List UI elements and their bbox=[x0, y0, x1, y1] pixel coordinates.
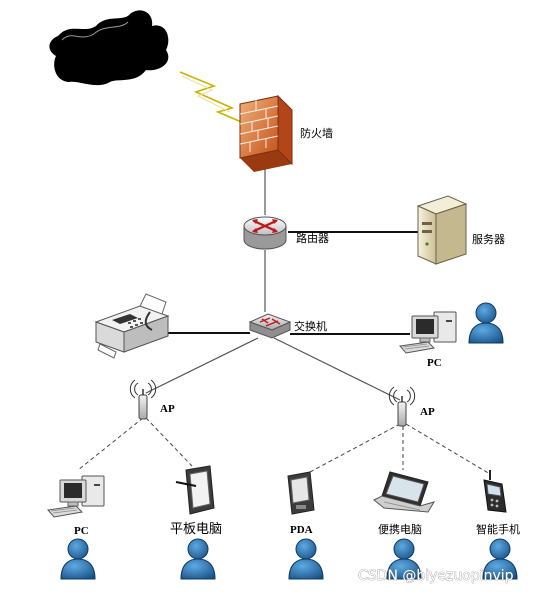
ap-left-label: AP bbox=[160, 403, 175, 415]
wlink-ap-right-pda bbox=[309, 423, 401, 473]
wlink-ap-left-tablet bbox=[145, 417, 193, 467]
pc-right-label: PC bbox=[427, 357, 442, 369]
user-pda-icon bbox=[288, 538, 324, 580]
server-label: 服务器 bbox=[472, 233, 505, 246]
link-switch-ap-right bbox=[273, 337, 401, 401]
links bbox=[77, 165, 491, 475]
wan-lightning-icon bbox=[179, 71, 247, 125]
pc-right-icon bbox=[399, 311, 457, 354]
server-icon bbox=[416, 195, 468, 265]
pda-label: PDA bbox=[290, 524, 313, 536]
ap-right-icon bbox=[388, 386, 416, 427]
smartphone-icon bbox=[483, 470, 507, 513]
ap-right-label: AP bbox=[420, 406, 435, 418]
smartphone-label: 智能手机 bbox=[476, 522, 520, 536]
switch-label: 交换机 bbox=[294, 319, 327, 333]
printer-icon bbox=[94, 293, 170, 359]
firewall-icon bbox=[239, 94, 293, 172]
pc-bottom-icon bbox=[47, 475, 105, 518]
firewall-label: 防火墙 bbox=[300, 126, 333, 140]
internet-cloud bbox=[49, 10, 169, 86]
user-pc-bottom-icon bbox=[60, 538, 96, 580]
pda-icon bbox=[287, 471, 315, 515]
tablet-icon bbox=[175, 465, 215, 515]
router-icon bbox=[243, 216, 287, 250]
link-switch-ap-left bbox=[145, 337, 259, 394]
router-label: 路由器 bbox=[296, 231, 329, 245]
user-pc-right-icon bbox=[468, 302, 504, 344]
switch-icon bbox=[248, 313, 292, 339]
laptop-label: 便携电脑 bbox=[378, 522, 422, 536]
pc-bottom-label: PC bbox=[74, 525, 89, 537]
ap-left-icon bbox=[129, 379, 157, 420]
watermark: CSDN @biyezuopinvip bbox=[358, 568, 514, 584]
user-tablet-icon bbox=[180, 538, 216, 580]
tablet-label: 平板电脑 bbox=[170, 522, 222, 537]
wlink-ap-right-phone bbox=[405, 423, 491, 475]
wlink-ap-left-pc bbox=[77, 417, 144, 471]
laptop-icon bbox=[373, 471, 436, 513]
